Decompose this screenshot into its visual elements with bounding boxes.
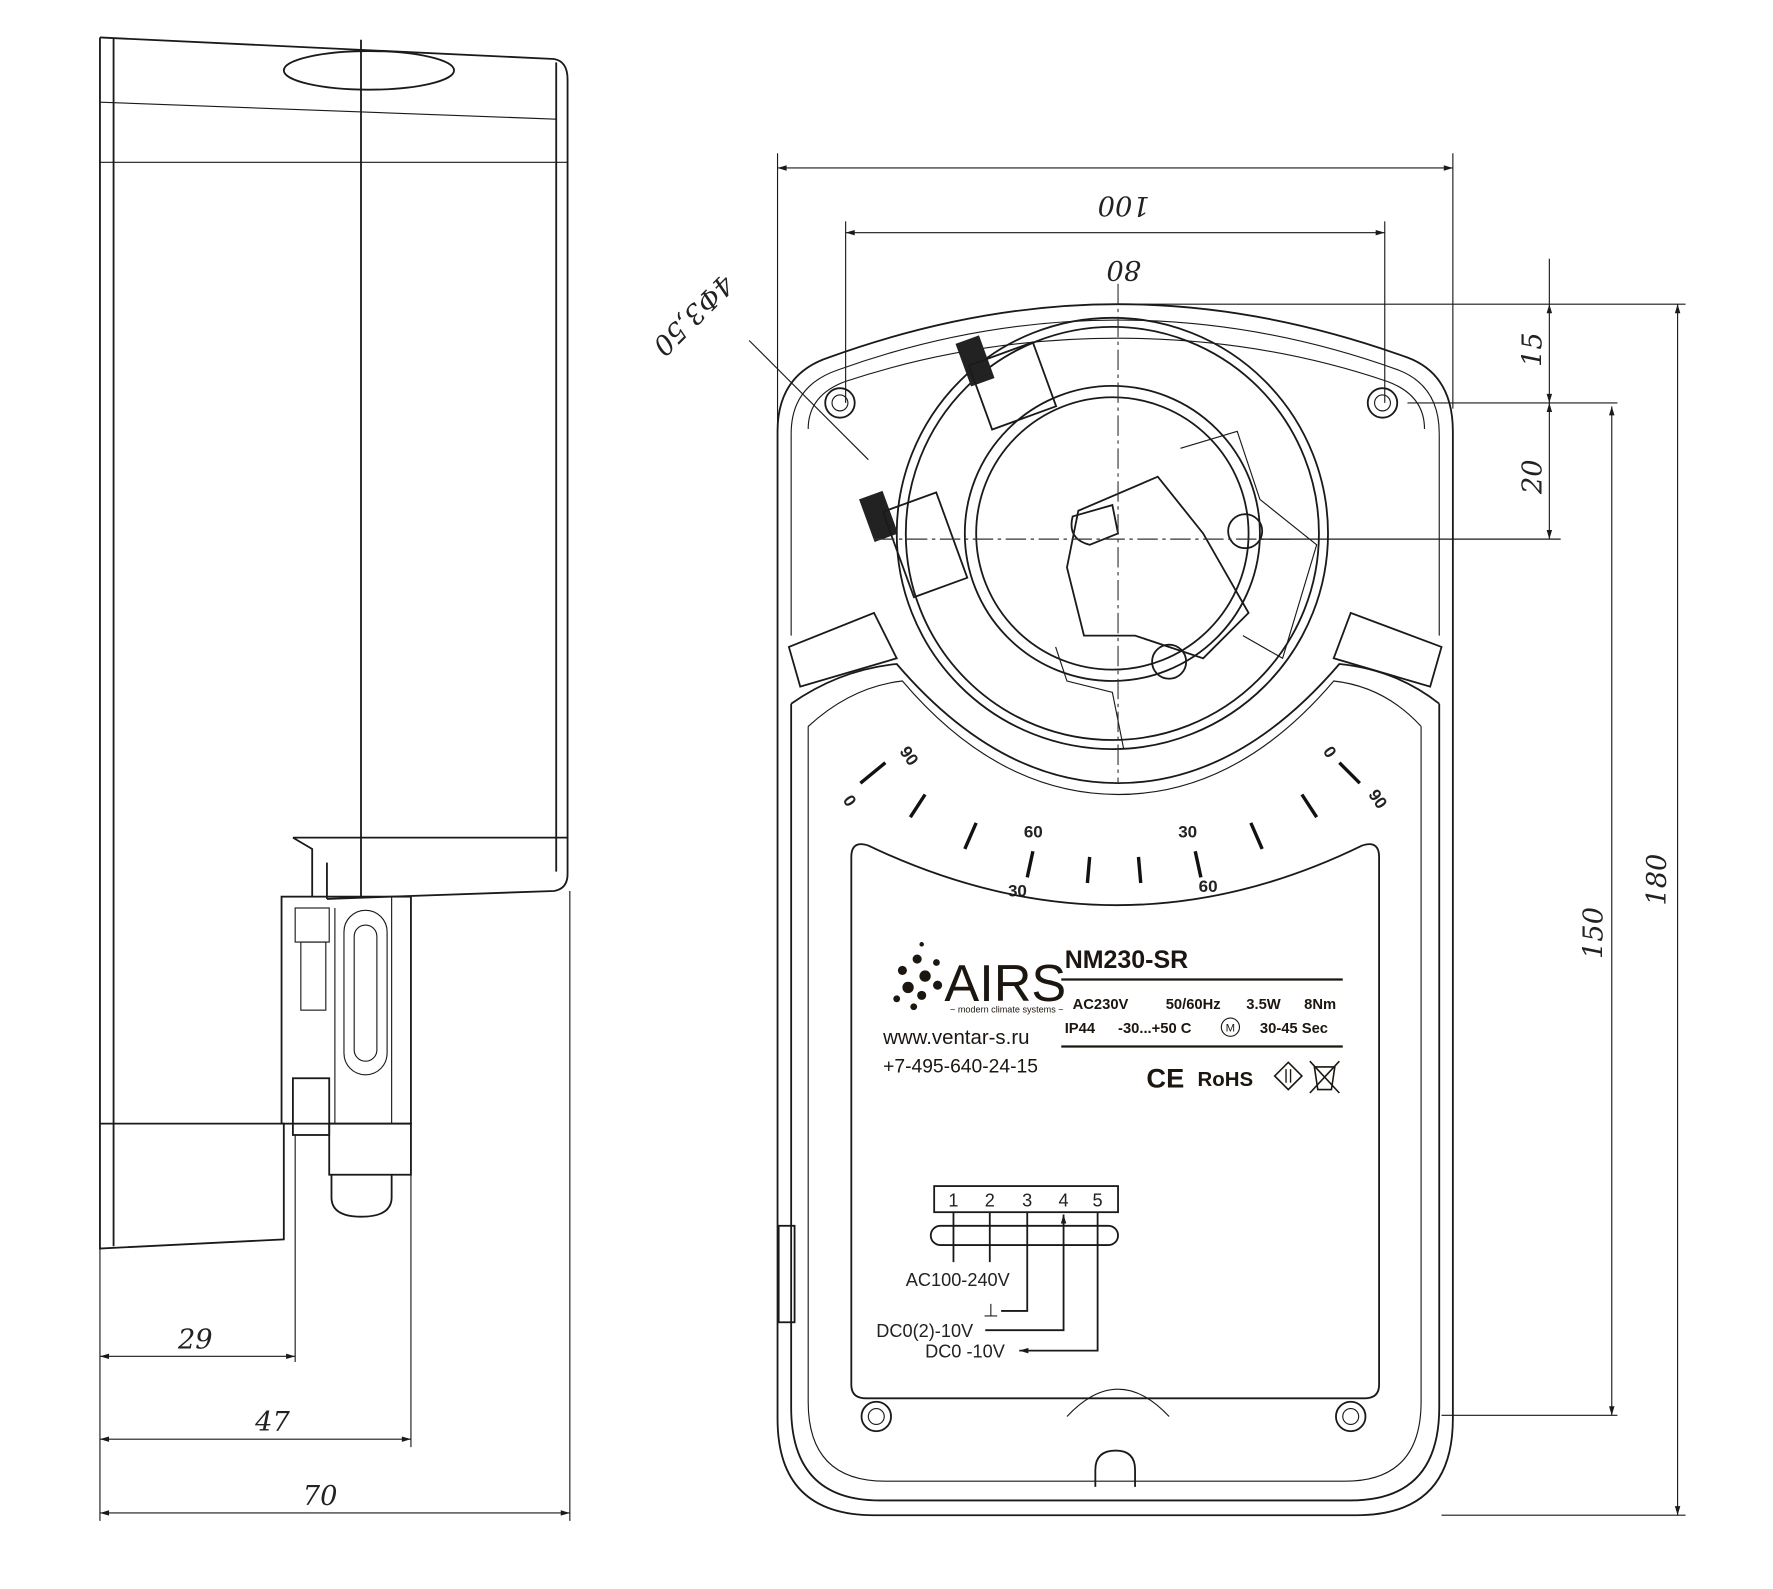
terminal-5: 5 [1093,1191,1103,1211]
dim-15: 15 [1517,332,1548,367]
dial-left-0: 0 [839,792,860,811]
motor-symbol: M [1226,1023,1235,1035]
side-knob-ellipse [282,50,455,91]
side-view: 29 47 70 [99,36,571,1521]
phone: +7-495-640-24-15 [883,1057,1038,1078]
dial-right-0: 0 [1319,743,1340,762]
brand-name: AIRS [944,955,1066,1013]
dial-mid-right-30: 30 [1178,823,1197,842]
rohs-mark: RoHS [1197,1069,1253,1091]
dial-mid-left-30: 30 [1008,882,1027,901]
spec-power: 3.5W [1246,997,1281,1013]
dc-output-label: DC0 -10V [925,1341,1006,1361]
model-number: NM230-SR [1065,946,1189,974]
terminal-block [933,1185,1119,1214]
position-scale: 90 0 60 30 30 60 0 90 [839,743,1391,901]
product-label: AIRS ~ modern climate systems ~ NM230-SR… [882,942,1343,1094]
dial-mid-left-60: 60 [1024,823,1043,842]
clamp-bolt [859,335,1058,599]
spec-run-time: 30-45 Sec [1260,1021,1328,1037]
weee-bin-icon [1309,1060,1340,1094]
mounting-holes [824,387,1399,1433]
spec-torque: 8Nm [1304,997,1336,1013]
double-insulation-icon [1273,1061,1304,1091]
front-view: 90 0 60 30 30 60 0 90 AIRS ~ modern clim… [646,153,1686,1517]
dc-input-label: DC0(2)-10V [876,1321,974,1341]
spec-temperature: -30...+50 C [1118,1021,1192,1037]
label-panel [850,843,1380,1400]
front-dimensions: 100 80 4Φ3,50 15 20 150 180 [646,153,1686,1516]
spec-frequency: 50/60Hz [1166,997,1221,1013]
dim-100: 100 [1098,189,1150,220]
dial-right-90: 90 [1364,786,1390,812]
spec-ip-rating: IP44 [1065,1021,1096,1037]
ce-mark: CE [1146,1062,1184,1093]
terminal-4: 4 [1059,1191,1069,1211]
cable-sleeve [929,1224,1119,1247]
dim-180: 180 [1642,854,1673,906]
terminal-3: 3 [1022,1191,1032,1211]
terminal-2: 2 [985,1191,995,1211]
dim-150: 150 [1579,907,1610,959]
dim-70: 70 [303,1481,338,1512]
dim-47: 47 [254,1407,290,1438]
dim-29: 29 [177,1324,213,1355]
ground-symbol: ⊥ [983,1301,999,1321]
ac-supply-label: AC100-240V [906,1270,1011,1290]
terminal-1: 1 [948,1191,958,1211]
airs-logo: AIRS ~ modern climate systems ~ [893,942,1066,1014]
dial-mid-right-60: 60 [1199,877,1218,896]
wiring-diagram: 1 2 3 4 5 AC100-240V ⊥ DC0(2)-10V DC0 -1… [876,1185,1119,1361]
dim-20: 20 [1517,459,1548,495]
dial-left-90: 90 [896,743,922,769]
actuator-body [776,303,1454,1517]
dim-hole-diameter: 4Φ3,50 [646,268,740,362]
spec-voltage: AC230V [1073,997,1129,1013]
brand-tagline: ~ modern climate systems ~ [950,1004,1064,1014]
dim-80: 80 [1106,254,1141,285]
website: www.ventar-s.ru [882,1027,1029,1049]
